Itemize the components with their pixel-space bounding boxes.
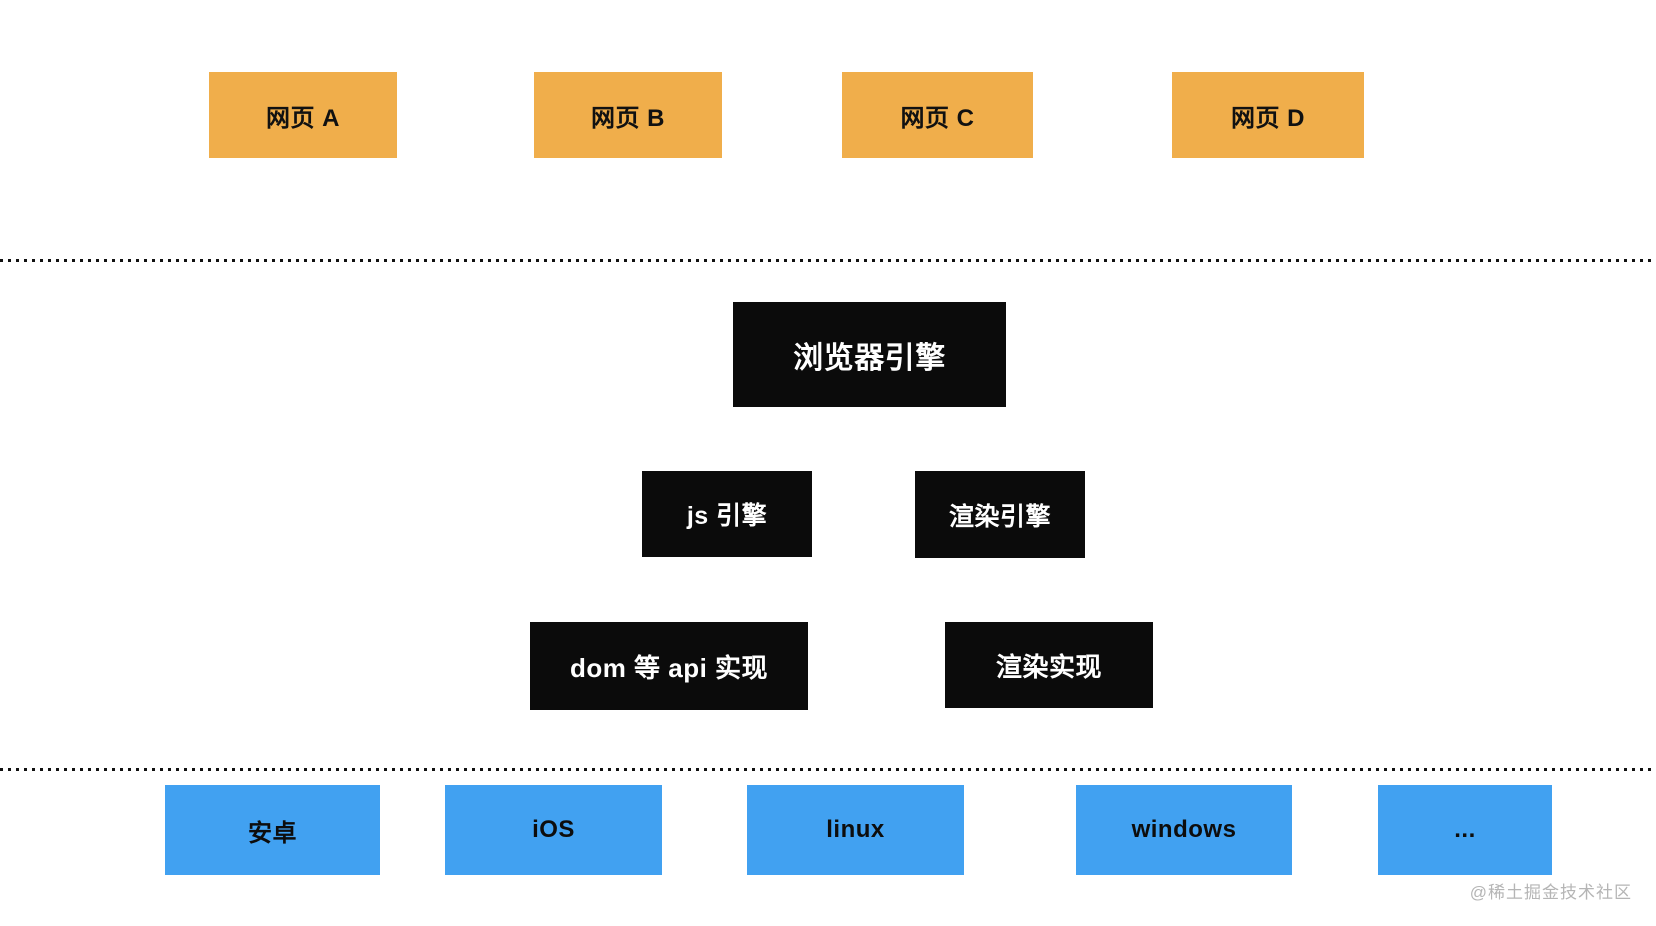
node-render-implementation: 渲染实现 [945,622,1153,708]
node-render-engine: 渲染引擎 [915,471,1085,558]
node-os-more: ... [1378,785,1552,875]
node-js-engine: js 引擎 [642,471,812,557]
node-web-page-c: 网页 C [842,72,1033,158]
watermark-text: @稀土掘金技术社区 [1469,883,1632,902]
node-dom-api-implementation: dom 等 api 实现 [530,622,808,710]
node-web-page-d: 网页 D [1172,72,1364,158]
node-os-windows: windows [1076,785,1292,875]
separator-line-top [0,259,1656,262]
node-web-page-b: 网页 B [534,72,722,158]
node-browser-engine: 浏览器引擎 [733,302,1006,407]
node-os-linux: linux [747,785,964,875]
node-os-android: 安卓 [165,785,380,875]
node-web-page-a: 网页 A [209,72,397,158]
separator-line-bottom [0,768,1656,771]
node-os-ios: iOS [445,785,662,875]
